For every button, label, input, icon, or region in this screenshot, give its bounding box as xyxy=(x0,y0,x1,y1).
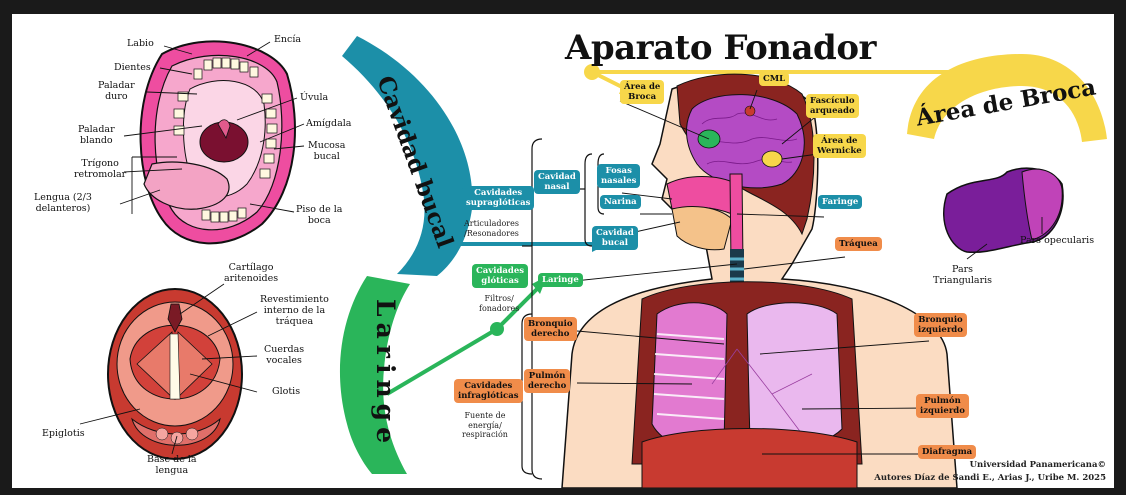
label-base-lengua: Base de la lengua xyxy=(147,454,197,476)
tag-cavidad-bucal: Cavidad bucal xyxy=(592,226,638,250)
tag-area-broca-body: Área de Broca xyxy=(620,80,664,104)
label-revestimiento: Revestimiento interno de la tráquea xyxy=(260,294,329,327)
credit-line-1: Universidad Panamericana© xyxy=(970,460,1106,470)
tag-pulmon-izquierdo: Pulmón izquierdo xyxy=(916,394,969,418)
tag-pulmon-derecho: Pulmón derecho xyxy=(524,369,570,393)
banner-laringe: Laringe xyxy=(360,299,400,449)
label-paladar-blando: Paladar blando xyxy=(78,124,115,146)
page-title: Aparato Fonador xyxy=(565,28,876,68)
tag-fasciculo: Fascículo arqueado xyxy=(806,94,859,118)
label-pars-opercularis: Pars opecularis xyxy=(1020,235,1094,246)
tag-laringe: Laringe xyxy=(538,273,583,287)
label-pars-triangularis: Pars Triangularis xyxy=(933,264,992,286)
label-glotis: Glotis xyxy=(272,386,300,397)
tag-narina: Narina xyxy=(600,195,641,209)
label-mucosa-bucal: Mucosa bucal xyxy=(308,140,345,162)
note-articuladores: Articuladores /Resonadores xyxy=(464,219,519,238)
note-fuente: Fuente de energía/ respiración xyxy=(462,411,508,440)
tag-faringe: Faringe xyxy=(818,195,862,209)
label-trigono: Trígono retromolar xyxy=(74,158,126,180)
label-uvula: Úvula xyxy=(300,92,328,103)
credit-line-2: Autores Díaz de Sandi E., Arias J., Urib… xyxy=(874,473,1106,483)
label-piso-boca: Piso de la boca xyxy=(296,204,342,226)
tag-cavidad-nasal: Cavidad nasal xyxy=(534,170,580,194)
label-amigdala: Amígdala xyxy=(306,118,351,129)
tag-bronquio-izquierdo: Bronquio izquierdo xyxy=(914,313,967,337)
label-paladar-duro: Paladar duro xyxy=(98,80,135,102)
label-lengua: Lengua (2/3 delanteros) xyxy=(34,192,92,214)
tag-supragloticas: Cavidades supraglóticas xyxy=(462,186,534,210)
human-figure xyxy=(562,74,957,488)
tag-bronquio-derecho: Bronquio derecho xyxy=(524,317,577,341)
banner-laringe-text: Laringe xyxy=(371,299,400,449)
label-encia: Encía xyxy=(274,34,301,45)
tag-fosas-nasales: Fosas nasales xyxy=(597,164,640,188)
tag-cml: CML xyxy=(759,72,789,86)
tag-gloticas: Cavidades glóticas xyxy=(472,264,528,288)
larynx-illustration xyxy=(108,289,242,459)
label-labio: Labio xyxy=(127,38,154,49)
poster-frame: Aparato Fonador Cavidad bucal Laringe Ár… xyxy=(12,14,1114,488)
tag-diafragma: Diafragma xyxy=(918,445,976,459)
tag-wernicke: Área de Wernicke xyxy=(813,134,866,158)
tag-infragloticas: Cavidades infraglóticas xyxy=(454,379,523,403)
label-cuerdas: Cuerdas vocales xyxy=(264,344,304,366)
label-dientes: Dientes xyxy=(114,62,151,73)
tag-traquea: Tráquea xyxy=(835,237,882,251)
mouth-illustration xyxy=(141,41,295,243)
note-filtros: Filtros/ fonadores xyxy=(479,294,519,313)
label-cartilago: Cartílago aritenoides xyxy=(224,262,278,284)
label-epiglotis: Epiglotis xyxy=(42,428,85,439)
